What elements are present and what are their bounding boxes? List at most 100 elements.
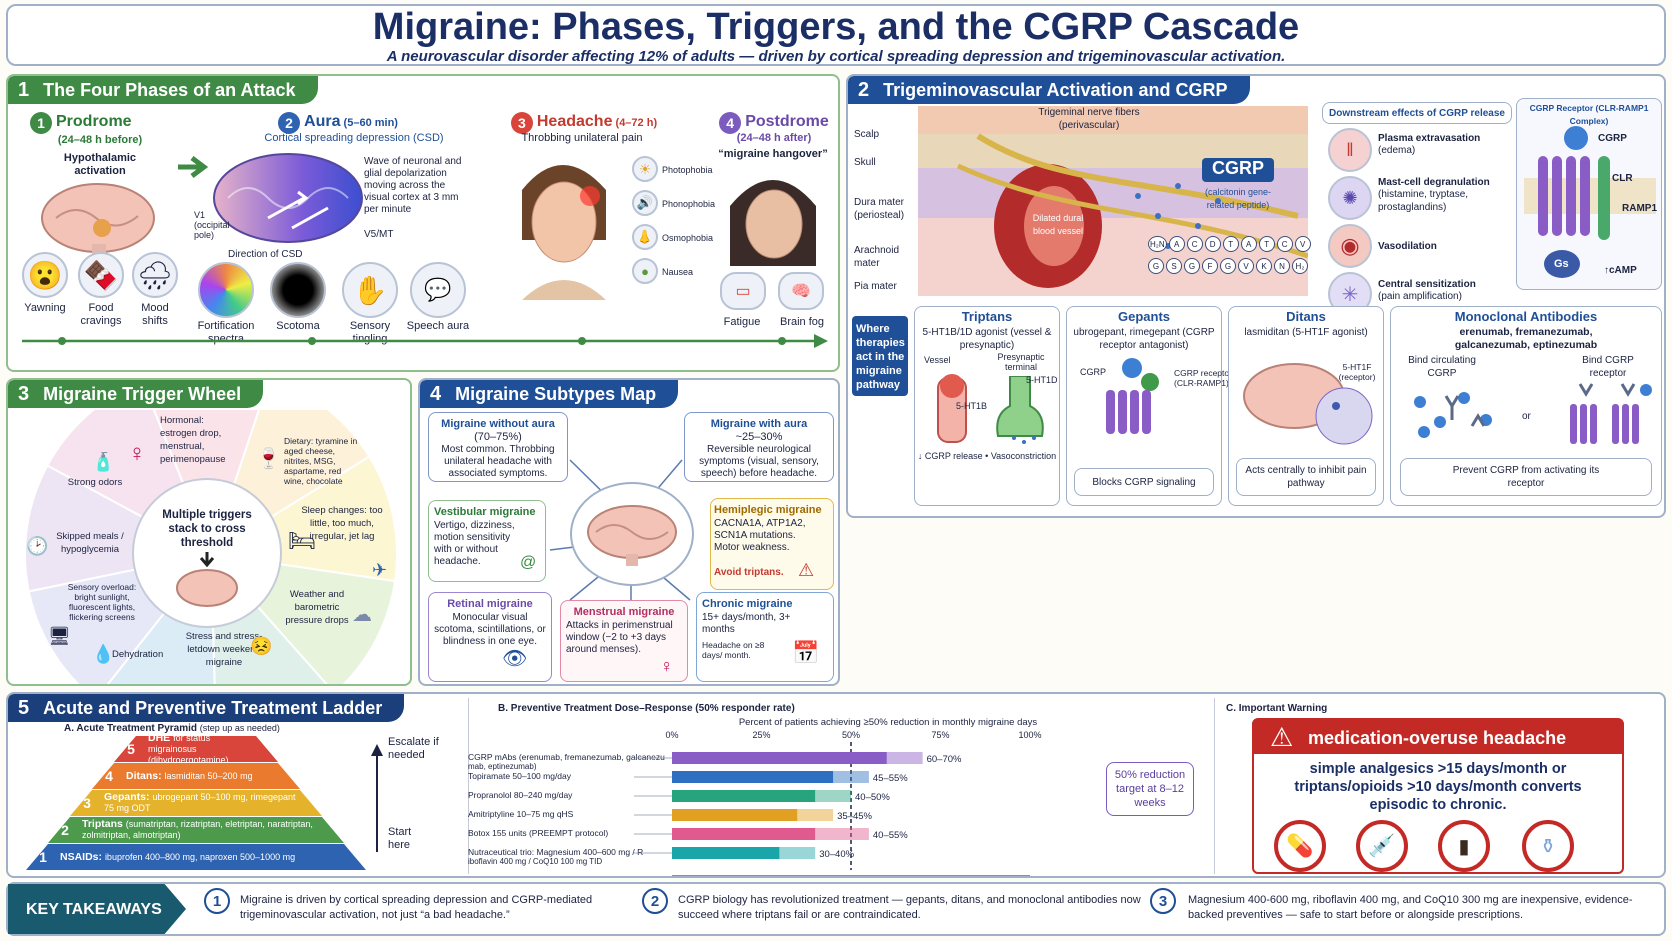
tier-number: 3 [83, 794, 91, 811]
no-injection-icon: 💉 [1356, 820, 1408, 872]
mast-cell-icon: ✺ [1328, 176, 1372, 220]
triptan-label: Presynaptic terminal [997, 352, 1045, 372]
effects-title: Downstream effects of CGRP release [1329, 108, 1505, 119]
peptide-residue: S [1166, 258, 1182, 274]
receptor-title: CGRP Receptor (CLR-RAMP1 Complex) [1529, 103, 1649, 126]
no-bottle-icon: ▮ [1438, 820, 1490, 872]
mab-label: or [1522, 411, 1531, 422]
speech-aura-icon: 💬 [410, 262, 466, 318]
female-symbol-icon: ♀ [128, 440, 146, 467]
takeaway-text: Magnesium 400-600 mg, riboflavin 400 mg,… [1188, 894, 1633, 921]
triptan-vessel-icon [937, 374, 967, 443]
subtype-small: Headache on ≥8 days/ month. [702, 640, 765, 660]
warning-icon: ⚠ [1270, 721, 1294, 752]
subtype-name: Vestibular migraine [434, 506, 536, 518]
triptan-terminal-icon [996, 376, 1044, 444]
tier-label: Gepants: ubrogepant 50–100 mg, rimegepan… [104, 791, 296, 814]
data-label: 30–40% [819, 849, 854, 860]
trigger-label: Strong odors [67, 477, 123, 488]
mab-receptor-icon [1570, 383, 1652, 444]
peptide-residue: G [1148, 258, 1164, 274]
phonophobia-icon: 🔊 [632, 190, 658, 216]
reference-box [1106, 762, 1194, 816]
tier-label: Triptans (sumatriptan, rizatriptan, elet… [82, 818, 313, 841]
bar [672, 771, 834, 783]
subtype-card [428, 592, 552, 682]
trigger-label: Dehydration [112, 649, 164, 660]
female-symbol-icon: ♀ [660, 656, 674, 676]
pyramid-title: A. Acute Treatment Pyramid (step up as n… [64, 723, 280, 734]
category-label: Nutraceutical trio: Magnesium 400–600 mg… [468, 847, 643, 857]
peptide-residue: V [1238, 258, 1254, 274]
bed-icon: 🛏 [288, 528, 316, 553]
plasma-extravasation-icon: ‖ [1328, 128, 1372, 172]
receptor-cgrp-label: CGRP [1598, 133, 1627, 144]
effect-name: Central sensitization [1378, 279, 1476, 290]
perfume-icon: 🧴 [92, 452, 115, 472]
data-label: 40–55% [873, 830, 908, 841]
therapy-sub: 5-HT1B/1D agonist (vessel & presynaptic) [922, 327, 1052, 351]
ditan-label: 5-HT1F (receptor) [1338, 362, 1376, 382]
takeaway-text: Migraine is driven by cortical spreading… [240, 894, 593, 921]
subtype-desc: 15+ days/month, 3+ months [702, 612, 791, 635]
peptide-residue: G [1184, 258, 1200, 274]
effects-title-box [1322, 102, 1512, 124]
vessel-label: Dilated dural blood vessel [1032, 213, 1084, 236]
phase-arrow-icon [178, 156, 209, 178]
receptor-ramp-label: RAMP1 [1622, 203, 1658, 214]
x-tick-label: 50% [842, 730, 860, 740]
peptide-residue: T [1222, 236, 1239, 252]
warning-section-title: C. Important Warning [1226, 703, 1328, 714]
bar-range [886, 752, 923, 764]
pyramid-tier: 3 Gepants: ubrogepant 50–100 mg, rimegepa… [70, 790, 322, 816]
bar-range [815, 828, 869, 840]
layer-label: Pia mater [854, 281, 897, 292]
prodrome-symptom-label: Mood shifts [141, 302, 169, 327]
trigger-label: Weather and barometric pressure drops [285, 589, 349, 626]
vasodilation-icon: ◉ [1328, 224, 1372, 268]
trigger-label: Dietary: tyramine in aged cheese, nitrit… [284, 436, 358, 486]
bar-range [797, 809, 834, 821]
subtype-pct: (70–75%) [474, 431, 522, 443]
data-label: 45–55% [873, 773, 908, 784]
effect-name: Vasodilation [1378, 241, 1437, 252]
layer-label: Dura mater (periosteal) [854, 197, 905, 221]
prodrome-time: (24–48 h before) [57, 134, 143, 146]
subtype-name: Menstrual migraine [573, 606, 675, 618]
mood-shifts-icon: 🌧 [132, 252, 178, 298]
triptan-label: Vessel [924, 355, 951, 365]
no-pills-icon: 💊 [1274, 820, 1326, 872]
therapy-note: Prevent CGRP from activating its recepto… [1452, 465, 1600, 489]
postdrome-symptom-label: Brain fog [779, 316, 825, 328]
gepant-receptor-icon [1106, 358, 1159, 434]
therapy-note: ↓ CGRP release • Vasoconstriction [917, 451, 1057, 461]
clock-icon: 🕑 [26, 536, 49, 556]
section-divider [1214, 698, 1215, 874]
takeaway-text: CGRP biology has revolutionized treatmen… [678, 894, 1141, 921]
peptide-residue: K [1256, 258, 1272, 274]
subtype-card [684, 412, 834, 482]
layer-label: Skull [854, 157, 876, 168]
peptide-residue: A [1168, 236, 1185, 252]
receptor-camp-label: ↑cAMP [1604, 265, 1637, 276]
aura-symptom-label: Speech aura [406, 320, 470, 332]
peptide-residue: N [1274, 258, 1290, 274]
header-box [6, 4, 1666, 66]
moh-text: simple analgesics >15 days/month or trip… [1294, 761, 1582, 813]
wheel-center-label: Multiple triggers stack to cross thresho… [162, 509, 252, 549]
therapy-note-box [1074, 468, 1214, 496]
tier-number: 1 [39, 848, 47, 865]
bar-range [779, 847, 816, 859]
section-divider [468, 698, 469, 874]
moh-title: medication-overuse headache [1308, 728, 1567, 748]
bar [672, 790, 816, 802]
prodrome-symptom-label: Food cravings [80, 302, 122, 327]
